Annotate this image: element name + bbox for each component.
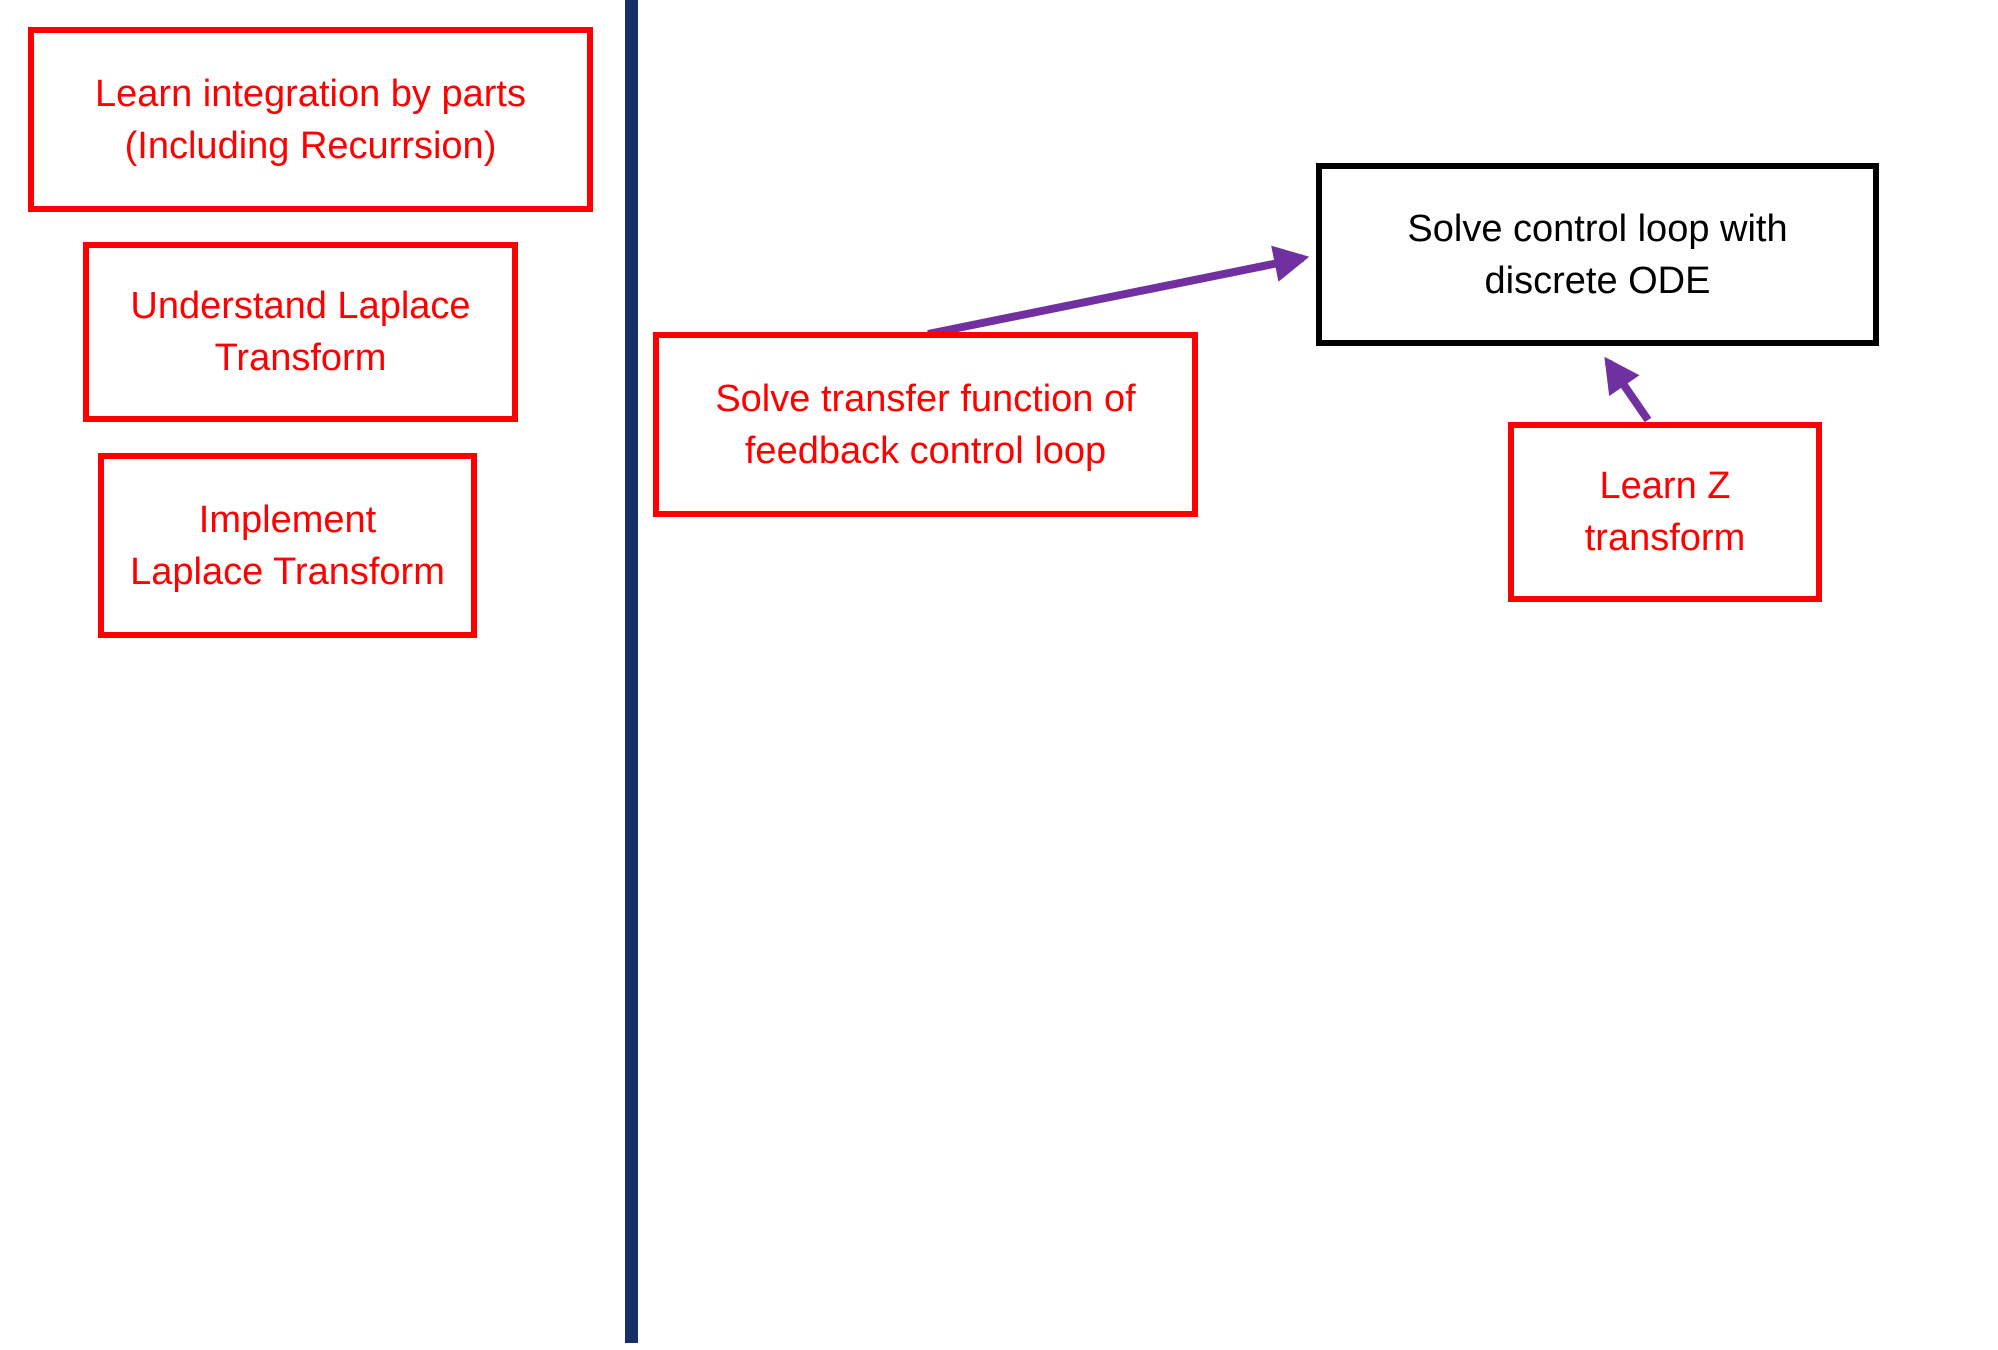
node-label-line: Learn integration by parts	[95, 72, 526, 115]
node-label-line: transform	[1584, 517, 1746, 559]
node-solve-control-loop-discrete-ode[interactable]: Solve control loop with discrete ODE	[1316, 163, 1879, 346]
node-label-line: (Including Recurrsion)	[124, 124, 497, 167]
node-label-line: discrete ODE	[1484, 259, 1711, 302]
node-label-line: Laplace Transform	[130, 550, 445, 593]
node-implement-laplace-transform[interactable]: Implement Laplace Transform	[98, 453, 477, 638]
node-label-line: Implement	[198, 498, 377, 541]
node-label-line: Transform	[214, 337, 387, 379]
node-label-line: Learn Z	[1599, 465, 1731, 507]
node-understand-laplace-transform[interactable]: Understand Laplace Transform	[83, 242, 518, 422]
node-solve-transfer-function[interactable]: Solve transfer function of feedback cont…	[653, 332, 1198, 517]
node-learn-integration-by-parts[interactable]: Learn integration by parts (Including Re…	[28, 27, 593, 212]
node-label-line: Understand Laplace	[130, 285, 471, 327]
arrow-z-to-ode	[1604, 356, 1652, 423]
node-label-line: Solve control loop with	[1407, 207, 1788, 250]
node-label-line: Solve transfer function of	[715, 377, 1136, 420]
node-label-line: feedback control loop	[744, 429, 1107, 472]
node-learn-z-transform[interactable]: Learn Z transform	[1508, 422, 1822, 602]
arrow-transfer-to-ode	[927, 245, 1310, 338]
vertical-divider-line	[625, 0, 638, 1343]
